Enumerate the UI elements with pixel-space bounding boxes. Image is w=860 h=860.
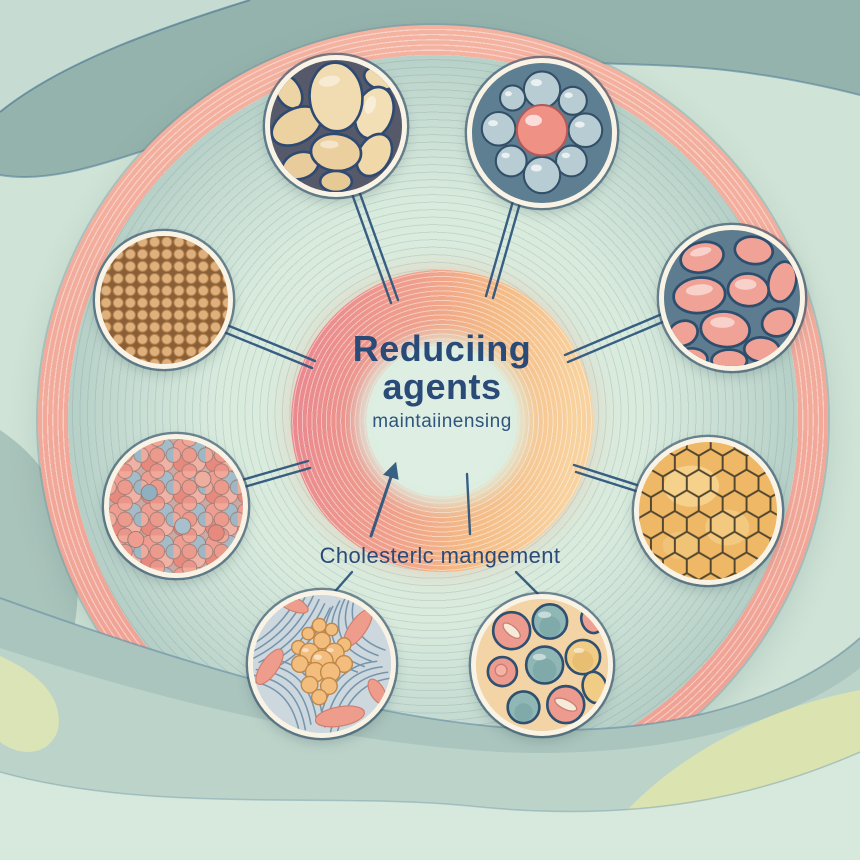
inset-almond-nuts <box>265 55 407 197</box>
title-line-1: Reduciing <box>352 328 532 369</box>
fat-cell-ovals-icon <box>664 230 800 366</box>
sphere-cluster-icon <box>472 63 612 203</box>
mixed-particle-spheres-icon <box>109 439 243 573</box>
cell-cross-sections-icon <box>476 599 608 731</box>
central-gradient-ring <box>291 270 593 572</box>
subtitle: maintaiinensing <box>372 411 512 432</box>
inset-fiber-bundles <box>248 590 396 738</box>
title-line-2: agents <box>382 366 502 407</box>
inset-mixed-particles <box>104 434 248 578</box>
inset-seed-grains <box>95 231 233 369</box>
almond-nuts-icon <box>270 60 402 192</box>
inset-sphere-cluster <box>467 58 617 208</box>
inset-cell-cross-sections <box>471 594 613 736</box>
inset-honeycomb <box>634 437 782 585</box>
seed-grains-icon <box>100 236 228 364</box>
honeycomb-cells-icon <box>639 442 777 580</box>
caption-label: Cholesterlc mangement <box>319 543 561 568</box>
center-title-block: Reduciing agents maintaiinensing <box>282 330 602 433</box>
inset-fat-cell-ovals <box>659 225 805 371</box>
fiber-bundles-icon <box>253 595 391 733</box>
